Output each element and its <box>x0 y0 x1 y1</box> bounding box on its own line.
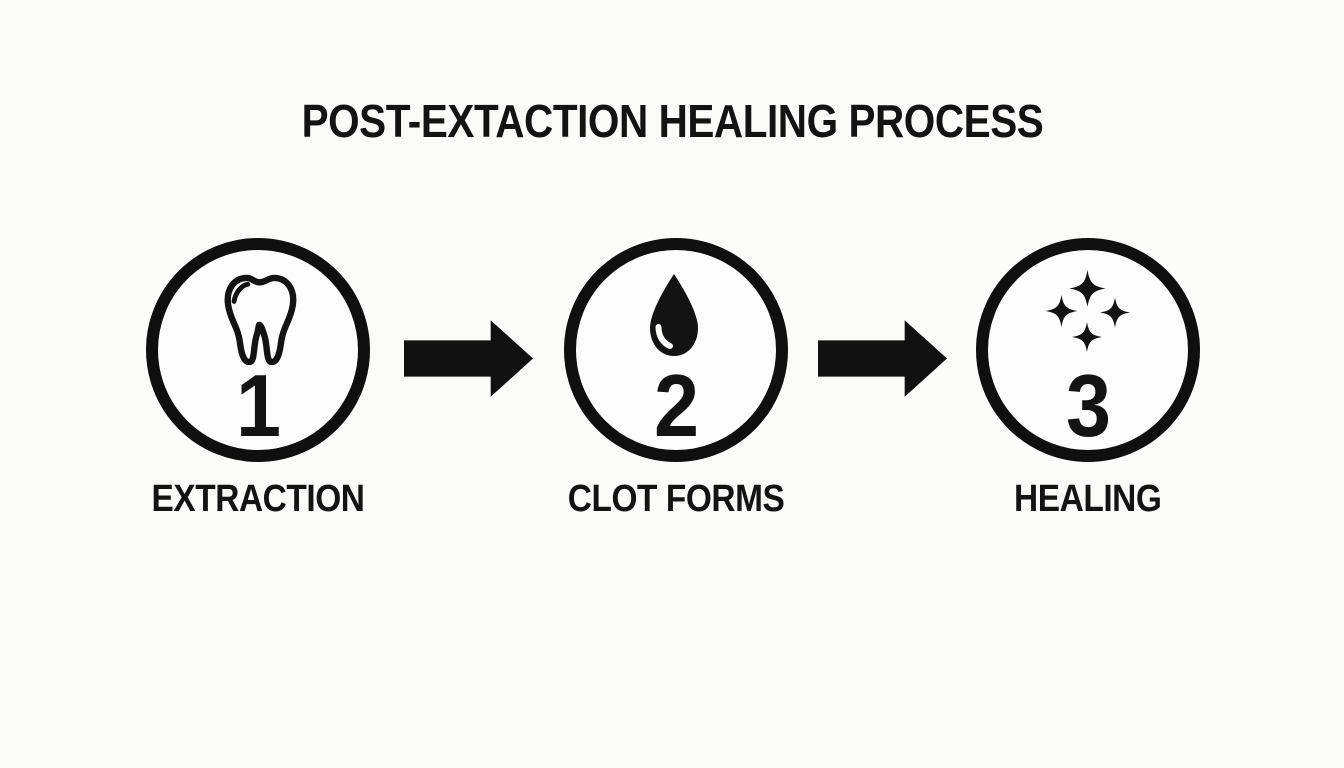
arrow-right-icon <box>404 320 533 397</box>
step-number: 2 <box>653 356 699 455</box>
sparkles-icon <box>1045 270 1131 354</box>
arrow-right-icon <box>818 320 947 397</box>
drop-icon <box>645 272 703 358</box>
step-number: 3 <box>1065 356 1111 455</box>
step-label-extraction: EXTRACTION <box>151 478 365 520</box>
page-title-text: POST-EXTACTION HEALING PROCESS <box>301 95 1043 147</box>
page-title: POST-EXTACTION HEALING PROCESS <box>0 98 1344 144</box>
step-circle-healing: 3 <box>976 238 1200 462</box>
step-circle-clot-forms: 2 <box>564 238 788 462</box>
step-label-healing: HEALING <box>1014 478 1162 520</box>
step-number: 1 <box>235 356 281 455</box>
tooth-icon <box>222 273 297 365</box>
step-circle-extraction: 1 <box>146 238 370 462</box>
step-label-clot-forms: CLOT FORMS <box>567 478 785 520</box>
